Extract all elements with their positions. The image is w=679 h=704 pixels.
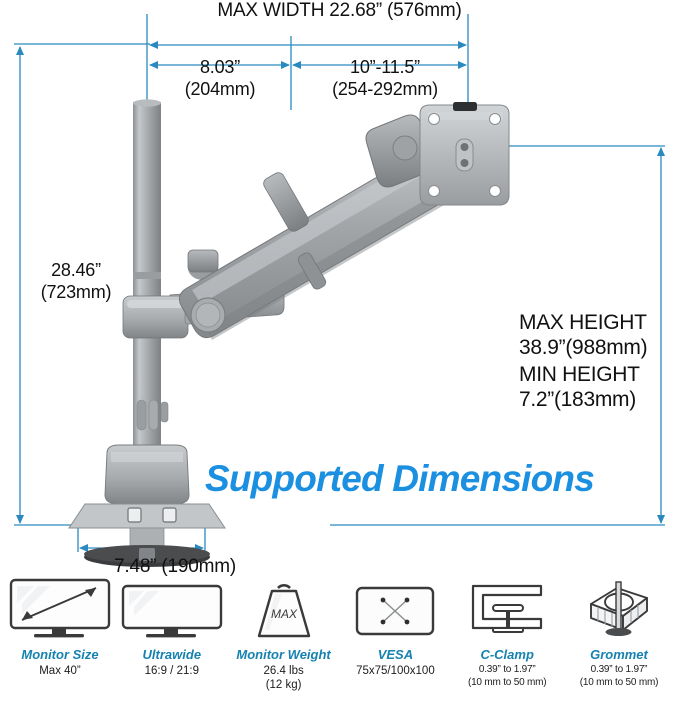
pole-collar-highlight [127, 300, 184, 308]
spec-title: C-Clamp [480, 647, 534, 662]
c-clamp-icon [455, 578, 559, 640]
max-height-value: 38.9”(988mm) [519, 336, 648, 359]
max-height-title: MAX HEIGHT [519, 311, 647, 334]
gas-spring-arm [178, 148, 457, 340]
arm-segment-joint [263, 172, 309, 232]
spec-sub: 0.39” to 1.97” (10 mm to 50 mm) [579, 664, 659, 688]
arm-tension-dial-inner [195, 302, 221, 328]
label-segment-right-inches: 10”-11.5” [350, 57, 420, 77]
spec-monitor-size: Monitor Size Max 40” [6, 578, 114, 704]
pole-top-cap [133, 99, 161, 107]
label-segment-left-inches: 8.03” [199, 57, 241, 77]
min-height-title: MIN HEIGHT [519, 363, 640, 386]
spec-title: Monitor Size [21, 647, 99, 662]
label-max-width: MAX WIDTH 22.68” (576mm) [217, 0, 462, 21]
spec-sub: 26.4 lbs (12 kg) [263, 665, 304, 692]
ultrawide-monitor-icon [120, 578, 224, 640]
pole-detent-tab [160, 401, 169, 423]
spec-ultrawide: Ultrawide 16:9 / 21:9 [118, 578, 226, 704]
supported-specs-row: Monitor Size Max 40” Ultrawide 16:9 / 21… [0, 578, 679, 704]
desk-clamp-base [68, 444, 226, 567]
spec-sub: 16:9 / 21:9 [144, 665, 199, 677]
tilt-pivot [392, 135, 418, 161]
clamp-screw-left [127, 507, 142, 523]
vesa-center-slot [455, 138, 474, 172]
spec-title: Monitor Weight [236, 647, 331, 662]
spec-monitor-weight: MAX Monitor Weight 26.4 lbs (12 kg) [230, 578, 338, 704]
pole-seam [133, 272, 161, 279]
pole-upper [133, 102, 161, 277]
clamp-top-pad [68, 503, 226, 529]
page-title: Supported Dimensions [205, 458, 595, 499]
spec-sub: 75x75/100x100 [356, 665, 435, 677]
vesa-head-plate [419, 102, 510, 206]
monitor-arm-illustration [68, 99, 510, 567]
spec-sub: Max 40” [39, 665, 81, 677]
clamp-bolt-head [139, 548, 155, 561]
monitor-diagonal-icon [8, 578, 112, 640]
clamp-screw-right [162, 507, 177, 523]
label-segment-left-mm: (204mm) [184, 79, 256, 99]
spec-title: Ultrawide [142, 647, 202, 662]
weight-icon: MAX [232, 578, 336, 640]
spec-title: VESA [377, 647, 414, 662]
grommet-icon [567, 578, 671, 640]
vesa-quick-release-latch [453, 102, 477, 111]
label-base-width: 7.48” (190mm) [114, 556, 236, 577]
weight-icon-text: MAX [271, 607, 298, 621]
spec-title: Grommet [590, 647, 648, 662]
spec-sub: 0.39” to 1.97” (10 mm to 50 mm) [467, 664, 547, 688]
pole-detent-right [148, 399, 159, 431]
arm-pivot-barrel [187, 249, 219, 273]
min-height-value: 7.2”(183mm) [519, 388, 636, 411]
label-pole-height-mm: (723mm) [40, 282, 112, 302]
label-pole-height-inches: 28.46” [51, 260, 101, 280]
vesa-pattern-icon [343, 578, 447, 640]
label-segment-right-mm: (254-292mm) [332, 79, 438, 99]
pole-detent-left [136, 399, 147, 431]
cable-clip [297, 252, 327, 290]
spec-c-clamp: C-Clamp 0.39” to 1.97” (10 mm to 50 mm) [453, 578, 561, 704]
spec-vesa: VESA 75x75/100x100 [341, 578, 449, 704]
spec-grommet: Grommet 0.39” to 1.97” (10 mm to 50 mm) [565, 578, 673, 704]
